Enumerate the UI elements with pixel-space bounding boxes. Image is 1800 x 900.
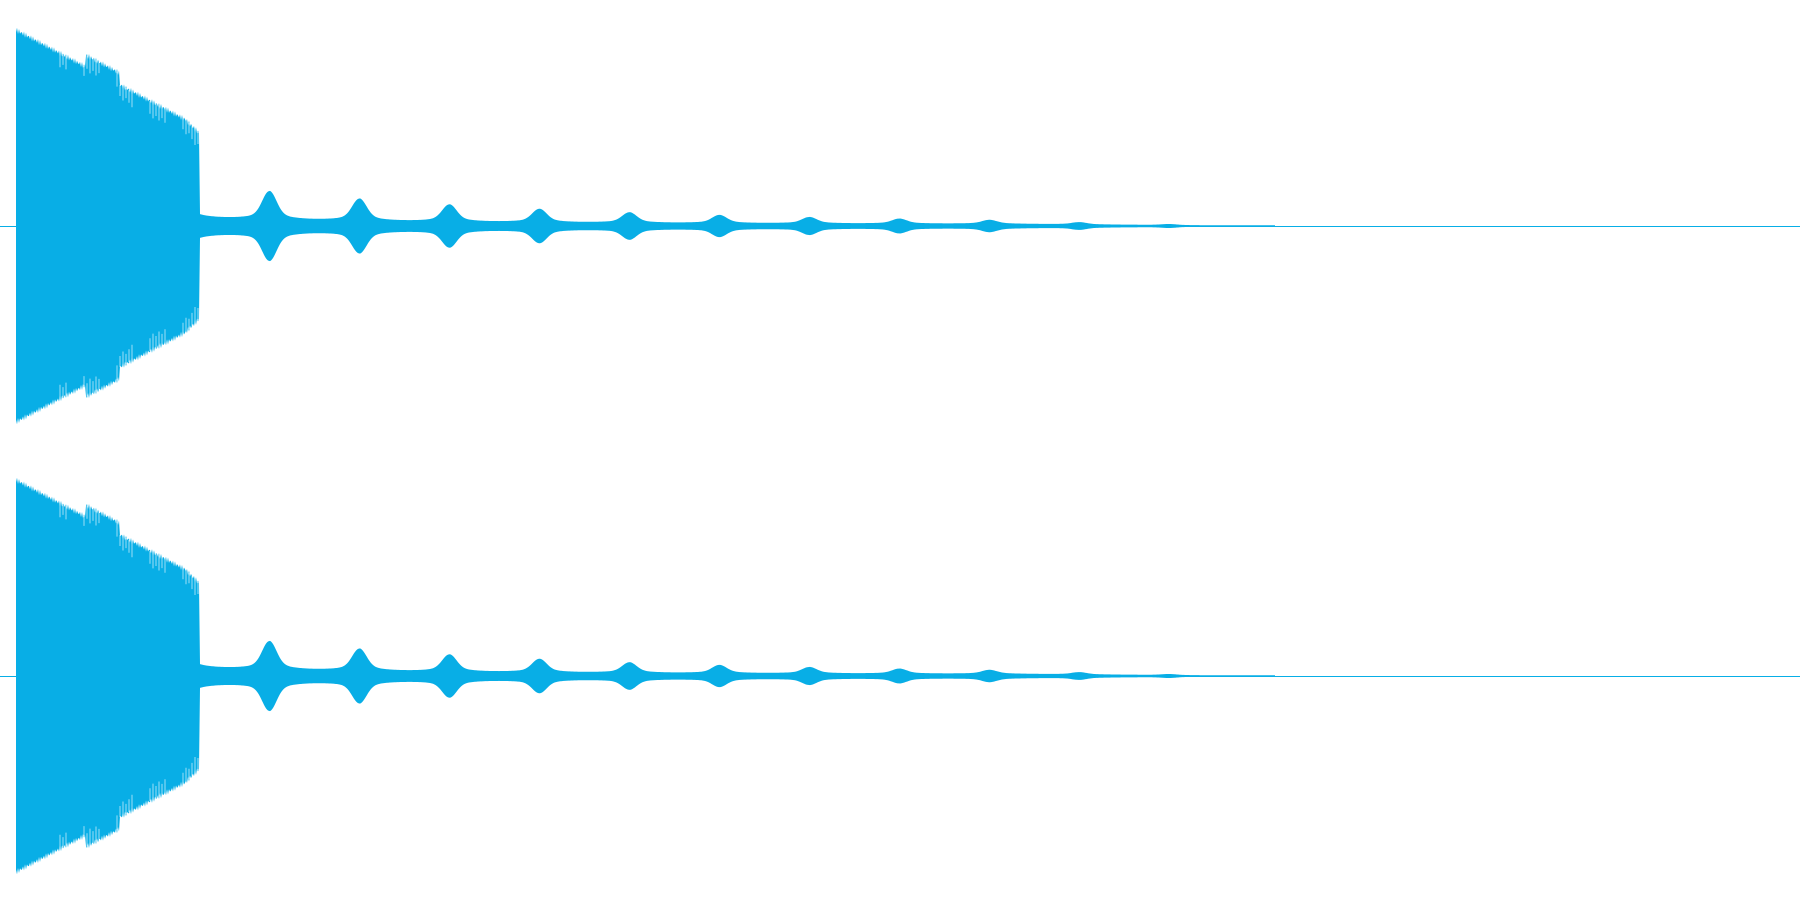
- waveform-channel-2: [0, 477, 1800, 875]
- waveform-envelope: [16, 27, 1275, 425]
- waveform-envelope: [16, 477, 1275, 875]
- waveform-channel-1: [0, 27, 1800, 425]
